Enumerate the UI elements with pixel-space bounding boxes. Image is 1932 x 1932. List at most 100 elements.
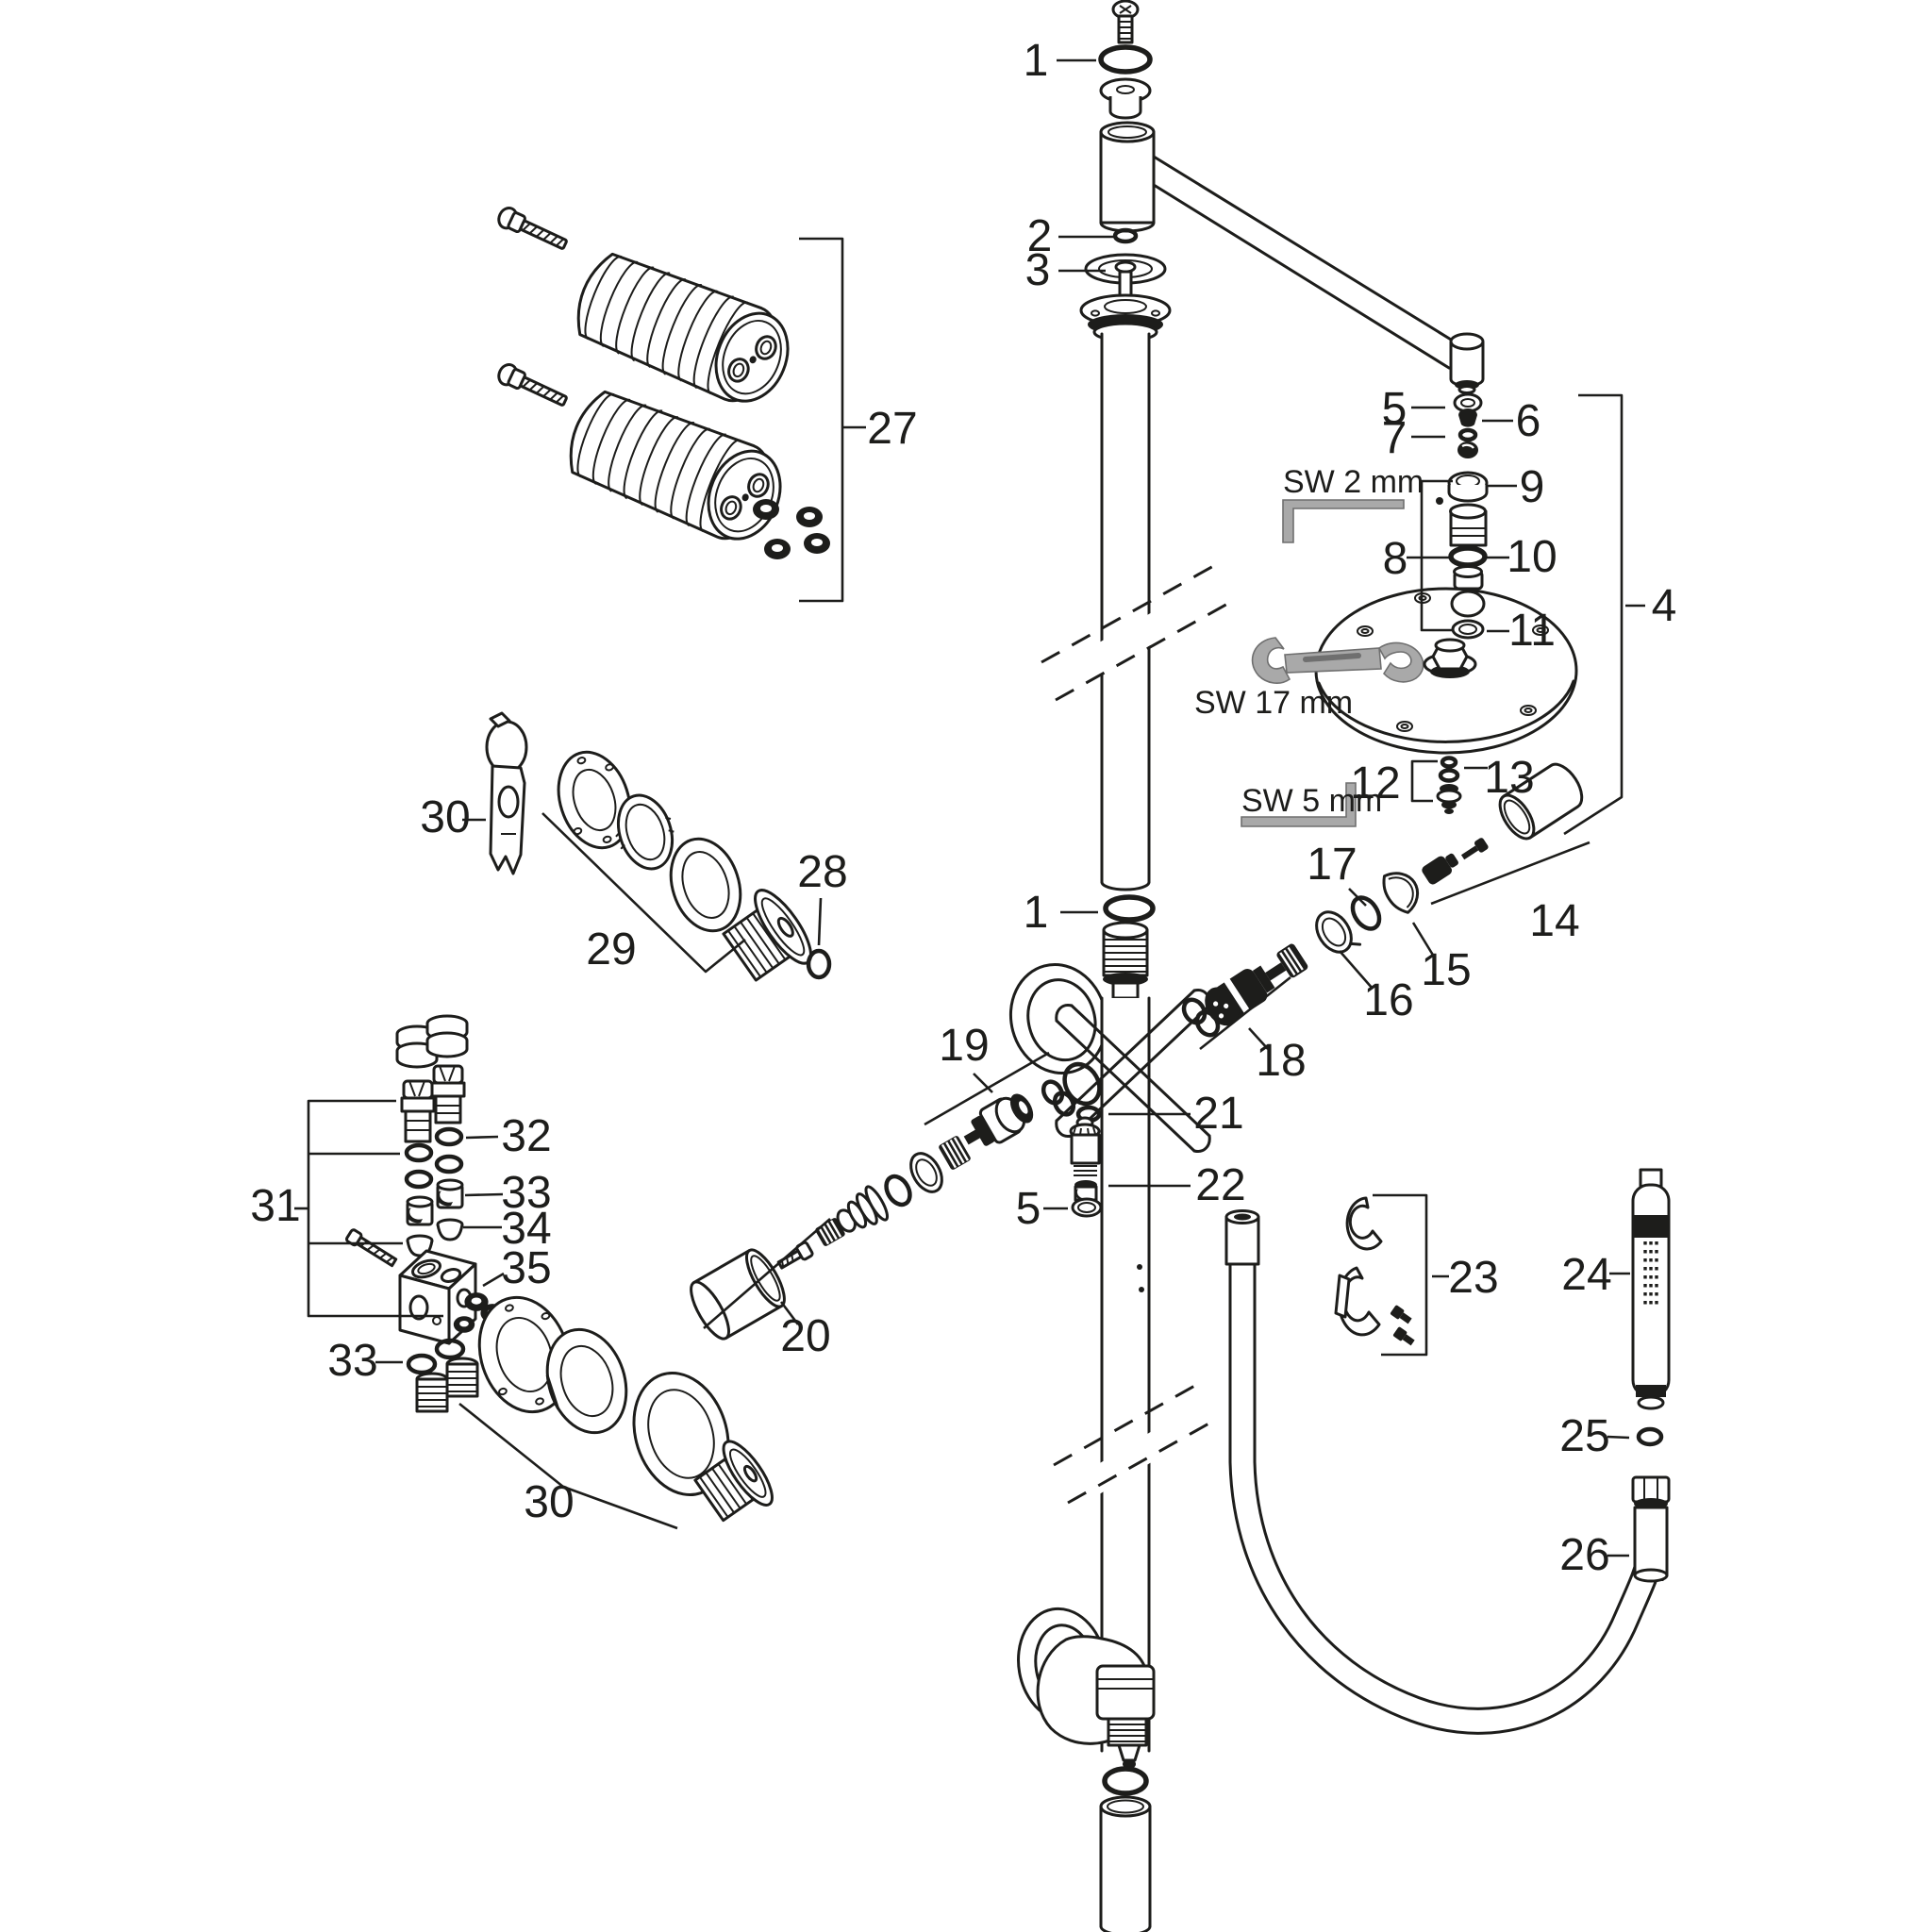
- screw-27a: [493, 203, 572, 256]
- plate-center-nut: [1423, 638, 1477, 678]
- pipe-slider-holder: [1036, 1635, 1156, 1769]
- group-29-thread-ring: [615, 793, 675, 871]
- callout-leader-14: [1430, 841, 1591, 906]
- chain-14-18: [1181, 762, 1584, 1038]
- callout-16: 16: [1363, 975, 1413, 1025]
- parts-column-5-11: [1436, 392, 1489, 640]
- callout-SW-2-mm: SW 2 mm: [1283, 464, 1424, 500]
- group-29-flange: [557, 750, 633, 850]
- callout-11: 11: [1508, 606, 1556, 656]
- callout-leader-30: [458, 1402, 678, 1530]
- o-ring-33a: [406, 1353, 438, 1375]
- callout-10: 10: [1507, 532, 1557, 582]
- cartridge-roll-b: [557, 380, 796, 555]
- callout-SW-5-mm: SW 5 mm: [1241, 783, 1382, 819]
- o-ring-32: [434, 1126, 464, 1147]
- o-ring-cluster-a: [1041, 1079, 1065, 1106]
- ring-16: [1315, 910, 1362, 954]
- callout-8: 8: [1383, 534, 1408, 584]
- o-ring-17: [1350, 895, 1382, 931]
- volume-trim-28: [722, 889, 812, 982]
- callout-leader-25: [1607, 1435, 1630, 1440]
- group-30-lower: [477, 1295, 774, 1523]
- callout-leader-15: [1411, 922, 1436, 958]
- sleeve-33-right: [436, 1178, 464, 1209]
- valve-22: [1069, 1116, 1101, 1202]
- hose-lower-fitting: [1631, 1475, 1671, 1583]
- callout-1: 1: [1024, 888, 1049, 938]
- parts-12-13-stack: [1436, 756, 1462, 814]
- mid-wall-escutcheon: [1008, 963, 1108, 1074]
- callout-33: 33: [501, 1168, 551, 1218]
- callout-22: 22: [1195, 1160, 1245, 1210]
- callout-31: 31: [250, 1181, 300, 1231]
- gasket-30: [545, 1327, 628, 1435]
- callout-2: 2: [1027, 211, 1053, 261]
- callout-leader-31: [307, 1099, 443, 1318]
- funnel-34-right: [436, 1218, 464, 1241]
- seal-27d: [804, 533, 830, 554]
- trim-30: [693, 1440, 774, 1523]
- flange-ring-19: [909, 1152, 943, 1193]
- screw-14: [1460, 838, 1489, 860]
- callout-leader-19: [973, 1073, 993, 1093]
- callout-leader-16: [1339, 950, 1374, 990]
- o-ring-19: [884, 1174, 912, 1208]
- ball-element: [1450, 590, 1486, 618]
- callout-35: 35: [501, 1243, 551, 1293]
- callout-27: 27: [867, 404, 917, 454]
- chain-19-20: [690, 1061, 1102, 1341]
- callout-19: 19: [939, 1021, 989, 1071]
- seal-27c: [764, 539, 791, 559]
- callout-17: 17: [1307, 840, 1357, 890]
- callout-5: 5: [1016, 1184, 1041, 1234]
- nipple-a: [415, 1372, 449, 1413]
- callout-leader-33: [464, 1192, 504, 1197]
- callout-leader-8: [1420, 479, 1453, 632]
- o-ring-pair-a: [1181, 997, 1208, 1025]
- washer-5-lower: [1071, 1197, 1103, 1218]
- callout-33: 33: [327, 1336, 377, 1386]
- callout-leader-17: [1348, 888, 1367, 907]
- upper-tube-and-arm: [1099, 121, 1485, 394]
- callout-6: 6: [1516, 396, 1541, 446]
- group-31-35-manifold: [345, 1014, 505, 1345]
- valve-cartridge-a: [400, 1079, 436, 1143]
- group-33-lower: [406, 1338, 479, 1413]
- callout-SW-17-mm: SW 17 mm: [1194, 685, 1353, 721]
- callout-leader-23: [1373, 1193, 1428, 1357]
- ring-11: [1451, 619, 1485, 640]
- callout-12: 12: [1350, 758, 1400, 808]
- callout-leader-18: [1248, 1027, 1269, 1050]
- callout-23: 23: [1448, 1253, 1498, 1303]
- cap-20: [690, 1248, 786, 1341]
- o-ring-28: [806, 948, 832, 980]
- callout-3: 3: [1025, 245, 1051, 295]
- arm-elbow: [1449, 332, 1485, 394]
- top-screw: [1111, 0, 1140, 44]
- callout-18: 18: [1256, 1036, 1306, 1086]
- plug-15b: [1422, 853, 1458, 885]
- wrench-sw17: [1251, 637, 1424, 684]
- clips-23: [1334, 1196, 1415, 1346]
- callout-30: 30: [420, 792, 470, 842]
- o-ring-33b: [434, 1338, 466, 1360]
- callout-14: 14: [1529, 896, 1579, 946]
- o-ring-1-top: [1098, 44, 1153, 75]
- o-ring-1-bottom: [1102, 1766, 1149, 1796]
- sleeve-33-left: [406, 1195, 434, 1226]
- block-screw: [345, 1228, 398, 1268]
- o-ring-cluster-b: [1052, 1091, 1076, 1117]
- callout-15: 15: [1421, 945, 1471, 995]
- cartridge-18: [1205, 943, 1308, 1026]
- callout-1: 1: [1024, 36, 1049, 86]
- o-ring-32b: [434, 1154, 464, 1174]
- callout-leader-29: [541, 812, 746, 974]
- callout-leader-27: [799, 237, 844, 603]
- cone-stack-19: [836, 1185, 890, 1233]
- callout-20: 20: [780, 1311, 830, 1361]
- cartridge-19: [963, 1093, 1034, 1146]
